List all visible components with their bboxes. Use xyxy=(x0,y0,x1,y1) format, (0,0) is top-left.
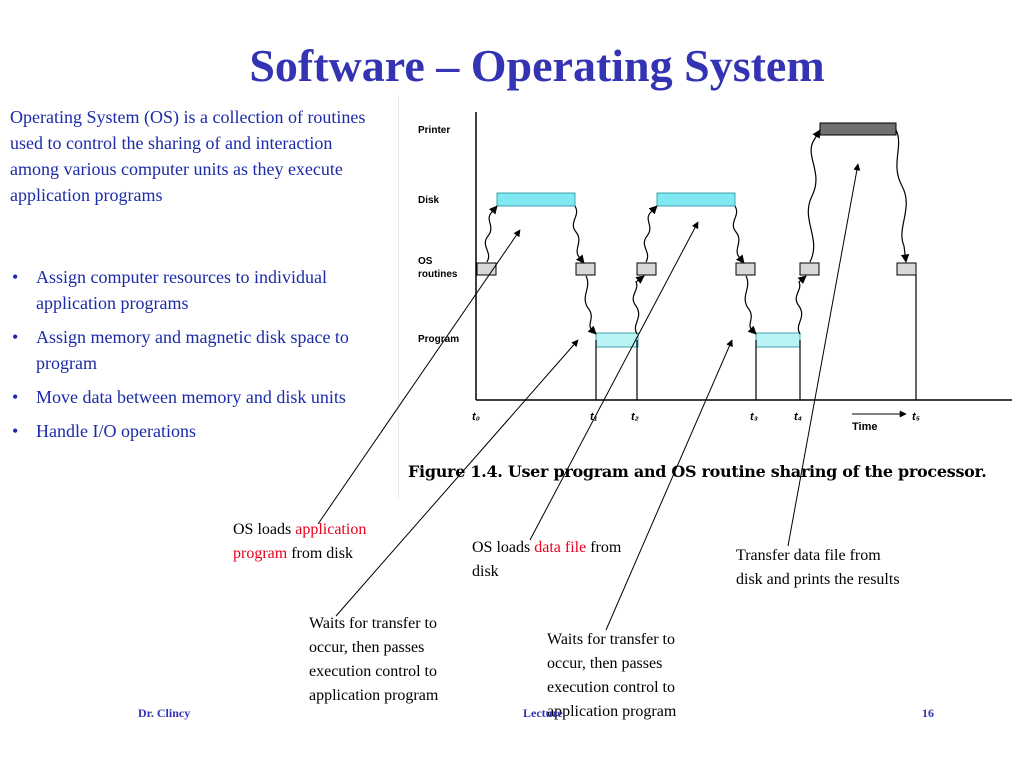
pointer-line-a4 xyxy=(335,339,579,617)
transition-arrow xyxy=(732,205,745,264)
bullet-text: Handle I/O operations xyxy=(36,421,196,441)
row-label-disk: Disk xyxy=(418,195,440,206)
transition-arrow xyxy=(632,275,645,335)
transition-arrow xyxy=(643,205,658,263)
pointer-line-a2 xyxy=(529,221,699,541)
bullet-dot: • xyxy=(12,421,19,441)
bullet-list: • Assign computer resources to individual… xyxy=(10,264,360,452)
transition-arrow xyxy=(484,205,498,263)
pointer-line-a1 xyxy=(317,229,521,525)
bullet-item: • Move data between memory and disk units xyxy=(10,384,360,410)
bullet-dot: • xyxy=(12,267,19,287)
os-box-6 xyxy=(896,262,917,276)
bullet-text: Assign memory and magnetic disk space to… xyxy=(36,327,349,373)
slide-title: Software – Operating System xyxy=(249,40,825,91)
transition-arrow xyxy=(572,205,585,264)
tick-label-t1: t₁ xyxy=(590,411,598,423)
bullet-dot: • xyxy=(12,387,19,407)
annotation-load-data: OS loads data file from disk xyxy=(472,536,632,584)
transition-arrow xyxy=(807,129,821,263)
pointer-line-a5 xyxy=(605,339,733,631)
footer-author: Dr. Clincy xyxy=(138,706,191,720)
program-bar-2 xyxy=(755,332,801,348)
annotation-text: OS loads xyxy=(472,539,535,556)
pointer-line-a3 xyxy=(787,163,861,547)
bullet-text: Move data between memory and disk units xyxy=(36,387,346,407)
annotation-print: Transfer data file from disk and prints … xyxy=(736,547,900,588)
transition-arrow xyxy=(584,275,597,335)
os-box-4 xyxy=(735,262,756,276)
intro-paragraph: Operating System (OS) is a collection of… xyxy=(10,107,366,205)
bullet-item: • Assign computer resources to individual… xyxy=(10,264,360,316)
transition-arrow xyxy=(795,275,807,335)
annotation-text: from disk xyxy=(287,545,353,562)
annotation-highlight: data file xyxy=(534,539,587,556)
tick-label-t0: t₀ xyxy=(472,411,480,423)
printer-bar xyxy=(819,122,897,136)
row-label-routines: routines xyxy=(418,269,458,280)
annotation-highlight: application program xyxy=(233,521,367,562)
tick-label-t2: t₂ xyxy=(631,411,639,423)
os-box-3 xyxy=(636,262,657,276)
os-box-5 xyxy=(799,262,820,276)
bullet-dot: • xyxy=(12,327,19,347)
footer-lecture: Lecture xyxy=(523,706,563,720)
os-box-2 xyxy=(575,262,596,276)
annotation-text: OS loads xyxy=(233,521,296,538)
disk-bar-2 xyxy=(656,192,736,207)
row-label-program: Program xyxy=(418,334,459,345)
row-label-printer: Printer xyxy=(418,125,450,136)
annotation-wait-2: Waits for transfer to occur, then passes… xyxy=(547,631,677,720)
tick-label-t3: t₃ xyxy=(750,411,758,423)
time-axis-label: Time xyxy=(852,421,877,433)
program-bar-1 xyxy=(595,332,639,348)
footer-page-number: 16 xyxy=(922,706,934,720)
bullet-item: • Handle I/O operations xyxy=(10,418,360,444)
annotation-load-program: OS loads application program from disk xyxy=(233,518,413,566)
disk-bar-1 xyxy=(496,192,576,207)
tick-label-t4: t₄ xyxy=(794,411,802,423)
annotation-wait-1: Waits for transfer to occur, then passes… xyxy=(309,615,439,704)
bullet-item: • Assign memory and magnetic disk space t… xyxy=(10,324,360,376)
row-label-os: OS xyxy=(418,256,433,267)
transition-arrow xyxy=(744,275,757,335)
bullet-text: Assign computer resources to individual … xyxy=(36,267,327,313)
timing-figure xyxy=(398,95,1024,498)
annotation-text: from disk xyxy=(472,539,622,580)
figure-caption: Figure 1.4. User program and OS routine … xyxy=(408,462,987,481)
tick-label-t5: t₅ xyxy=(912,411,921,423)
transition-arrow xyxy=(895,129,910,263)
